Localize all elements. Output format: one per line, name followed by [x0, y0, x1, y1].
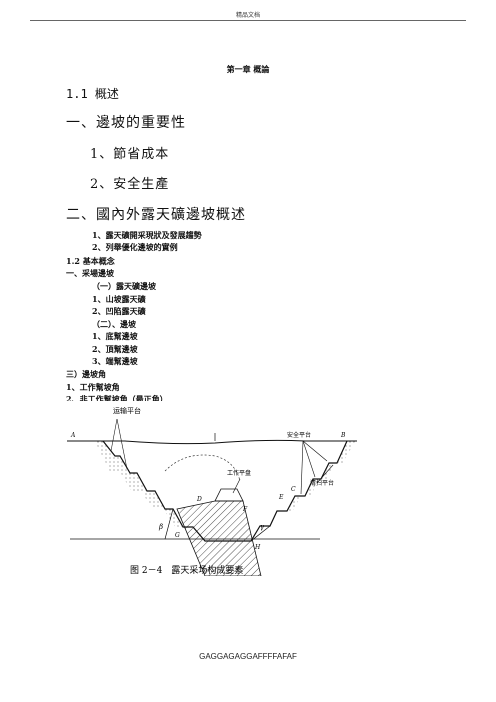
label-safety-platform: 安全平台 [287, 431, 311, 439]
item-slope: （二）、邊坡 [92, 319, 136, 329]
heading-importance: 一、邊坡的重要性 [66, 115, 186, 131]
item-hill-pit: 1、山坡露天礦 [92, 294, 146, 304]
heading-overview: 二、國內外露天礦邊坡概述 [66, 207, 246, 223]
header-rule [30, 20, 466, 21]
label-cleaning-platform: 清扫平台 [310, 479, 334, 487]
item-examples: 2、列舉優化邊坡的實例 [92, 242, 178, 252]
label-F: F [242, 506, 248, 513]
label-beta: β [158, 523, 163, 531]
gamma-angle-line [250, 525, 271, 542]
item-open-pit-slope: （一）露天礦邊坡 [92, 281, 156, 291]
ore-body [176, 500, 262, 576]
label-working-platform: 工作平盘 [227, 469, 251, 477]
figure-caption: 图 2－4 露天采场构成要素 [130, 564, 243, 576]
ground-surface-line [67, 439, 357, 445]
left-wall-band [95, 441, 183, 527]
heading-safety: 2、安全生產 [90, 177, 170, 192]
page-header-label: 精品文档 [235, 12, 260, 19]
item-status-trend: 1、露天礦開采現狀及發展趨勢 [92, 230, 202, 240]
working-bench-block [214, 488, 244, 502]
item-end-slope: 3、端幫邊坡 [92, 356, 138, 366]
item-nonworking-angle: 2、非工作幫坡角（最正角） [66, 394, 168, 401]
page-footer: GAGGAGAGGAFFFFAFAF [199, 652, 297, 661]
label-A: A [70, 432, 76, 439]
item-working-angle: 1、工作幫坡角 [66, 382, 120, 392]
label-gamma: γ [260, 523, 265, 531]
label-E: E [278, 494, 284, 501]
label-H: H [254, 544, 261, 551]
item-mining-slope: 一、采場邊坡 [66, 268, 114, 278]
open-pit-diagram: 运输平台 安全平台 工作平盘 清扫平台 A B C D E F G H β γ … [67, 406, 357, 576]
label-B: B [340, 432, 346, 439]
item-basic-concepts: 1.2 基本概念 [66, 256, 115, 266]
item-top-slope: 2、頂幫邊坡 [92, 344, 138, 354]
dashed-boundary [164, 454, 241, 482]
section-heading-1-1: 1.1 概述 [66, 87, 119, 101]
item-deep-pit: 2、凹陷露天礦 [92, 306, 146, 316]
label-C: C [291, 486, 296, 493]
chapter-title: 第一章 概論 [226, 64, 270, 74]
item-bottom-slope: 1、底幫邊坡 [92, 331, 138, 341]
right-wall-band [287, 441, 355, 511]
label-transport-platform: 运输平台 [113, 406, 141, 415]
heading-cost: 1、節省成本 [90, 147, 170, 162]
beta-angle-line [164, 508, 174, 540]
label-G: G [175, 532, 180, 539]
item-slope-angle: 三）邊坡角 [66, 369, 106, 379]
label-D: D [196, 496, 202, 503]
